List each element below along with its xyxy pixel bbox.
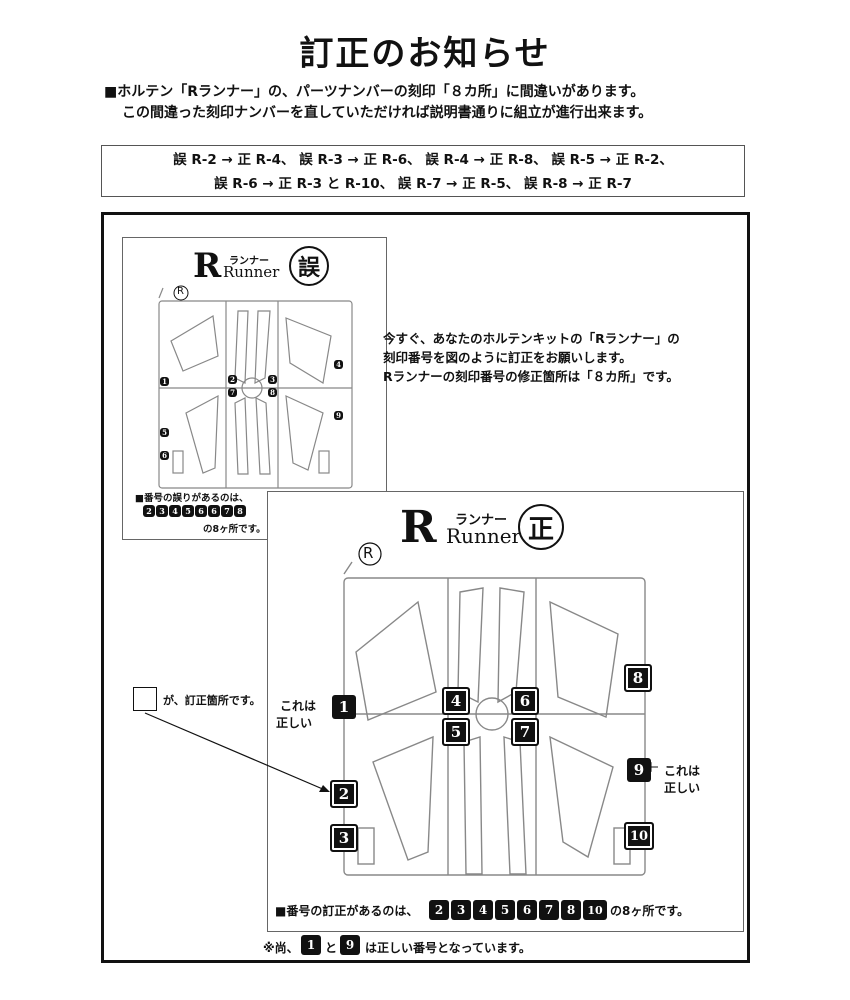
- wrong-note-num-3: 4: [169, 505, 181, 517]
- wrong-note-num-7: 7: [221, 505, 233, 517]
- wrong-runner-diagram: [158, 285, 353, 489]
- message-line-2: 刻印番号を図のように訂正をお願いします。: [383, 350, 632, 365]
- footnote-num-2: 9: [340, 935, 360, 955]
- wrong-runner-panel: R ランナー Runner 誤 R 1 2 3 4 5 6 7 8 9 ■番号の…: [122, 237, 387, 540]
- wrong-runner-word: Runner: [223, 263, 280, 281]
- wrong-note-num-5: 6: [195, 505, 207, 517]
- correct-note-prefix: ■番号の訂正があるのは、: [275, 904, 419, 918]
- page-title: 訂正のお知らせ: [299, 34, 551, 74]
- footnote-prefix: ※尚、: [263, 941, 299, 955]
- correct-note-num-6: 7: [539, 900, 559, 920]
- wrong-note-num-8: 8: [234, 505, 246, 517]
- message-line-3: Rランナーの刻印番号の修正箇所は「８カ所」です。: [383, 369, 679, 384]
- correct-note-num-7: 8: [561, 900, 581, 920]
- correct-tag-7: 7: [511, 718, 539, 746]
- correct-label-left-1: これは: [280, 699, 317, 713]
- correct-label-right-2: 正しい: [664, 781, 701, 795]
- correct-note-num-4: 5: [495, 900, 515, 920]
- instruction-message: 今すぐ、あなたのホルテンキットの「Rランナー」の 刻印番号を図のように訂正をお願…: [383, 329, 680, 386]
- wrong-tag-4: 4: [334, 360, 343, 369]
- wrong-runner-kana: ランナー: [229, 256, 269, 267]
- wrong-note-num-4: 5: [182, 505, 194, 517]
- correct-tag-6: 6: [511, 687, 539, 715]
- correct-note-num-5: 6: [517, 900, 537, 920]
- wrong-tag-5: 5: [160, 428, 169, 437]
- notice-line-1: ■ホルテン「Rランナー」の、パーツナンバーの刻印「８カ所」に間違いがあります。: [104, 84, 645, 100]
- correct-tag-9: 9: [627, 758, 651, 782]
- wrong-tag-8: 8: [268, 388, 277, 397]
- correct-tag-8: 8: [624, 664, 652, 692]
- correct-label-right-1: これは: [664, 764, 701, 778]
- notice-line-2: この間違った刻印ナンバーを直していただければ説明書通りに組立が進行出来ます。: [122, 105, 653, 121]
- corrections-line-2: 誤 R-6 → 正 R-3 と R-10、 誤 R-7 → 正 R-5、 誤 R…: [214, 176, 632, 192]
- correction-legend-box: [133, 687, 157, 711]
- wrong-tag-6: 6: [160, 451, 169, 460]
- wrong-tag-7: 7: [228, 388, 237, 397]
- wrong-tag-9: 9: [334, 411, 343, 420]
- diagram-frame: [101, 212, 750, 963]
- correct-runner-kana: ランナー: [455, 513, 508, 528]
- wrong-tag-3: 3: [268, 375, 277, 384]
- wrong-note-num-1: 2: [143, 505, 155, 517]
- correct-label-left-2: 正しい: [276, 716, 313, 730]
- correct-circle-label: R: [363, 544, 374, 562]
- correct-note-num-3: 4: [473, 900, 493, 920]
- correct-note-num-1: 2: [429, 900, 449, 920]
- correct-tag-5: 5: [442, 718, 470, 746]
- wrong-note-prefix: ■番号の誤りがあるのは、: [135, 493, 249, 504]
- wrong-note-suffix: の8ヶ所です。: [203, 524, 266, 535]
- wrong-tag-2: 2: [228, 375, 237, 384]
- correct-tag-10: 10: [624, 822, 654, 850]
- wrong-tag-1: 1: [160, 377, 169, 386]
- correct-tag-2: 2: [330, 780, 358, 808]
- footnote-num-1: 1: [301, 935, 321, 955]
- correct-stamp: 正: [518, 504, 564, 550]
- wrong-note-num-6: 6: [208, 505, 220, 517]
- wrong-stamp: 誤: [289, 246, 329, 286]
- correct-tag-4: 4: [442, 687, 470, 715]
- message-line-1: 今すぐ、あなたのホルテンキットの「Rランナー」の: [383, 331, 680, 346]
- correct-note-suffix: の8ヶ所です。: [610, 904, 690, 918]
- wrong-runner-letter: R: [193, 246, 222, 286]
- correct-note-num-2: 3: [451, 900, 471, 920]
- correct-tag-1: 1: [332, 695, 356, 719]
- corrections-line-1: 誤 R-2 → 正 R-4、 誤 R-3 → 正 R-6、 誤 R-4 → 正 …: [173, 152, 673, 168]
- correct-tag-3: 3: [330, 824, 358, 852]
- correct-note-num-8: 10: [583, 900, 607, 920]
- wrong-circle-label: R: [177, 286, 184, 297]
- correction-legend-text: が、訂正箇所です。: [163, 694, 261, 707]
- wrong-note-num-2: 3: [156, 505, 168, 517]
- correct-runner-word: Runner: [446, 524, 522, 548]
- correct-runner-letter: R: [400, 502, 437, 553]
- footnote-conj: と: [325, 941, 338, 955]
- correct-runner-panel: R ランナー Runner 正 R 1 2 3 4 5 6 7 8 9 10 こ…: [267, 491, 744, 932]
- footnote-suffix: は正しい番号となっています。: [365, 941, 531, 955]
- notice: ■ホルテン「Rランナー」の、パーツナンバーの刻印「８カ所」に間違いがあります。 …: [104, 82, 652, 124]
- corrections-box: 誤 R-2 → 正 R-4、 誤 R-3 → 正 R-6、 誤 R-4 → 正 …: [101, 145, 745, 197]
